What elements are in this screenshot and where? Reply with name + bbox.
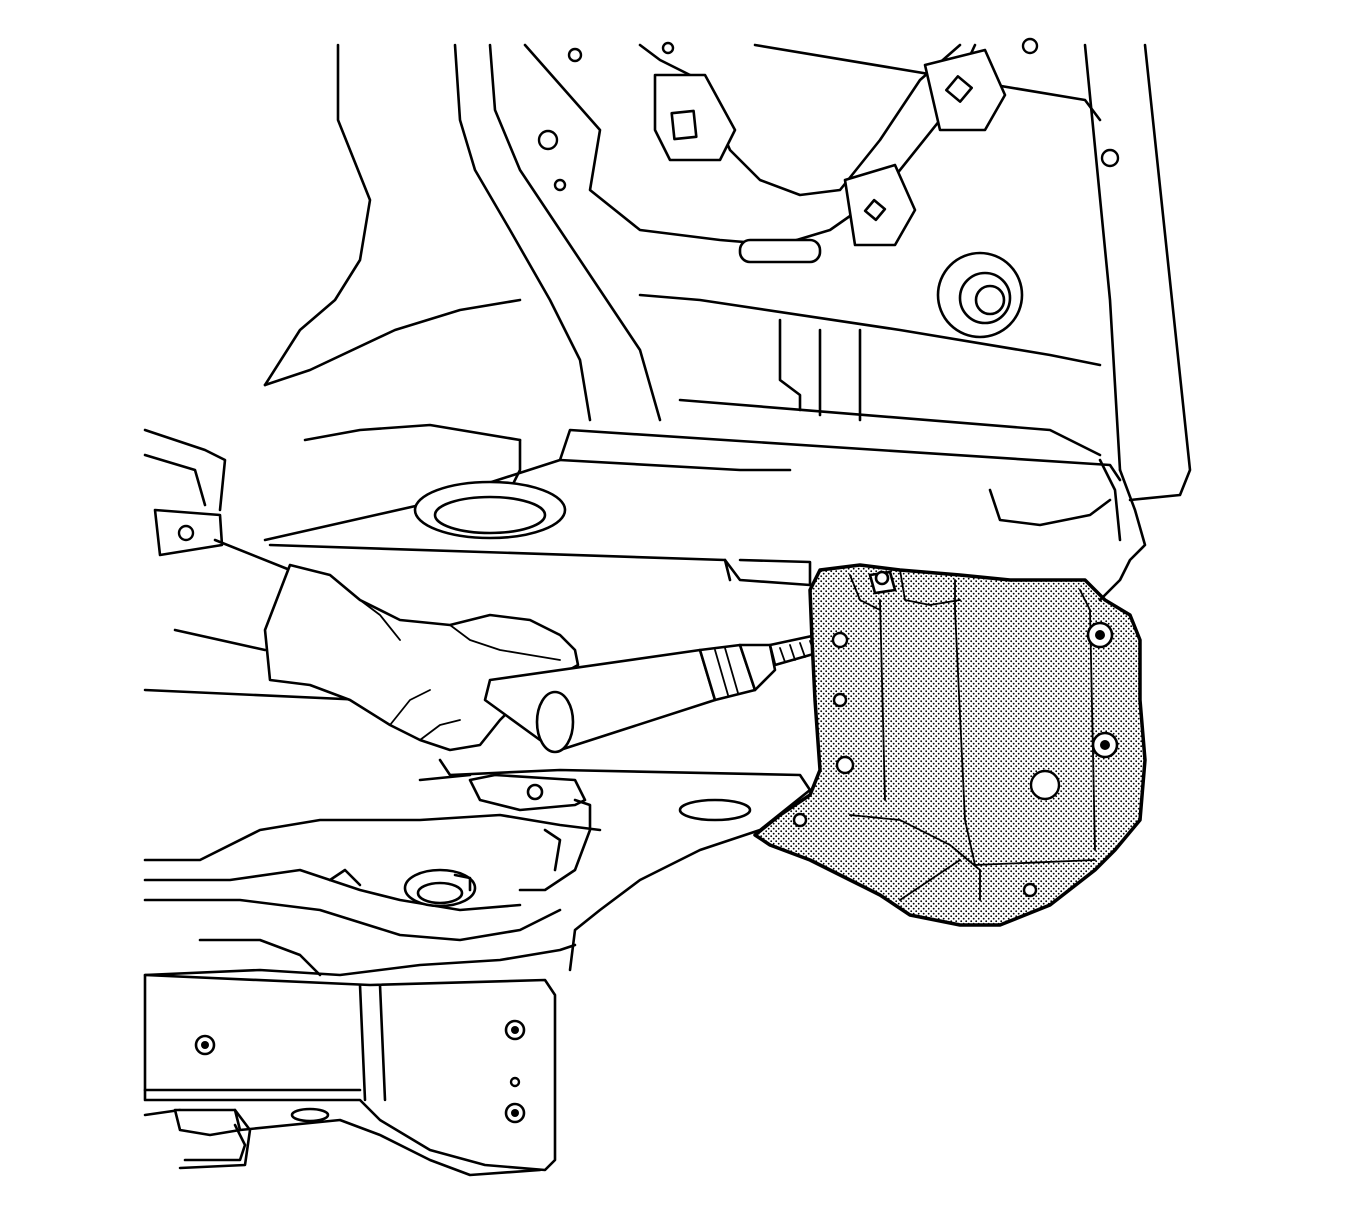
rear-rail <box>143 428 812 702</box>
highlighted-panel-section <box>753 563 1147 927</box>
upper-bracket <box>523 37 1120 264</box>
floor-pad <box>413 480 1112 540</box>
lower-frame-rail <box>143 973 557 1177</box>
floor-pan <box>143 758 812 977</box>
drill-tool <box>483 628 847 754</box>
shock-mount-boss <box>936 251 1024 339</box>
right-edge-trim <box>1098 458 1147 602</box>
quarter-panel-structure <box>263 43 1192 542</box>
